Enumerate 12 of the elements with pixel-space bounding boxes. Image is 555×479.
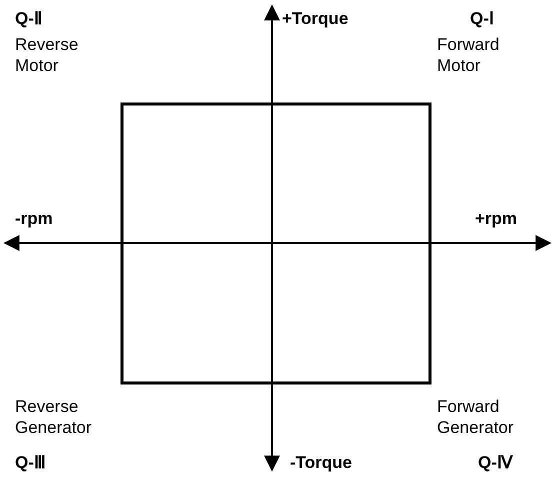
quadrant-label: Q-Ⅰ: [470, 8, 494, 29]
quadrant-name: Forward Motor: [437, 34, 500, 76]
quadrant-name: Reverse Generator: [15, 396, 93, 438]
axis-label: -Torque: [290, 452, 352, 473]
quadrant-label: Q-Ⅱ: [15, 8, 42, 29]
axis-label: -rpm: [15, 208, 53, 229]
axis-label: +rpm: [475, 208, 518, 229]
quadrant-name: Forward Generator: [437, 396, 515, 438]
axis-label: +Torque: [282, 8, 348, 29]
quadrant-name: Reverse Motor: [15, 34, 80, 76]
quadrant-label: Q-Ⅳ: [478, 452, 513, 473]
quadrant-label: Q-Ⅲ: [15, 452, 46, 473]
